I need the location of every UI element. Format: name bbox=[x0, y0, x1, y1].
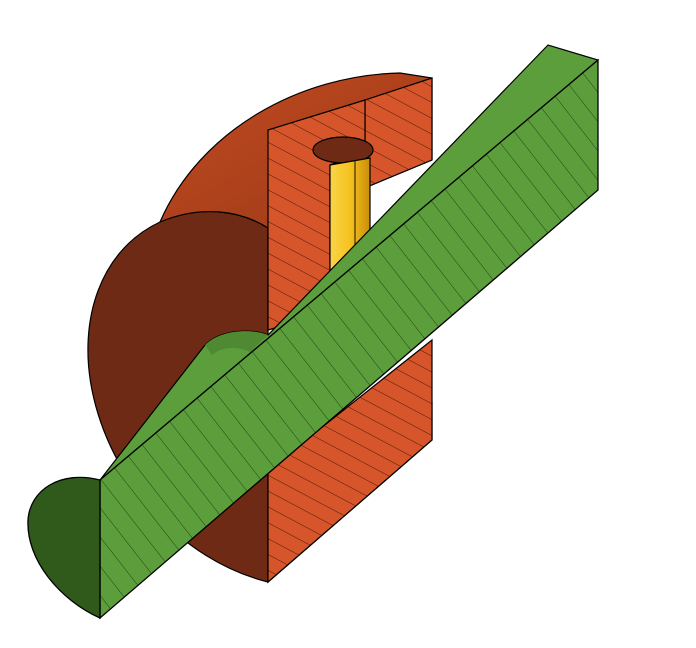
shaft-top-highlight bbox=[205, 331, 268, 355]
shaft-round-end bbox=[27, 476, 101, 620]
hub-section-face-lower-big bbox=[267, 338, 433, 584]
shaft-section-icon bbox=[27, 44, 600, 620]
